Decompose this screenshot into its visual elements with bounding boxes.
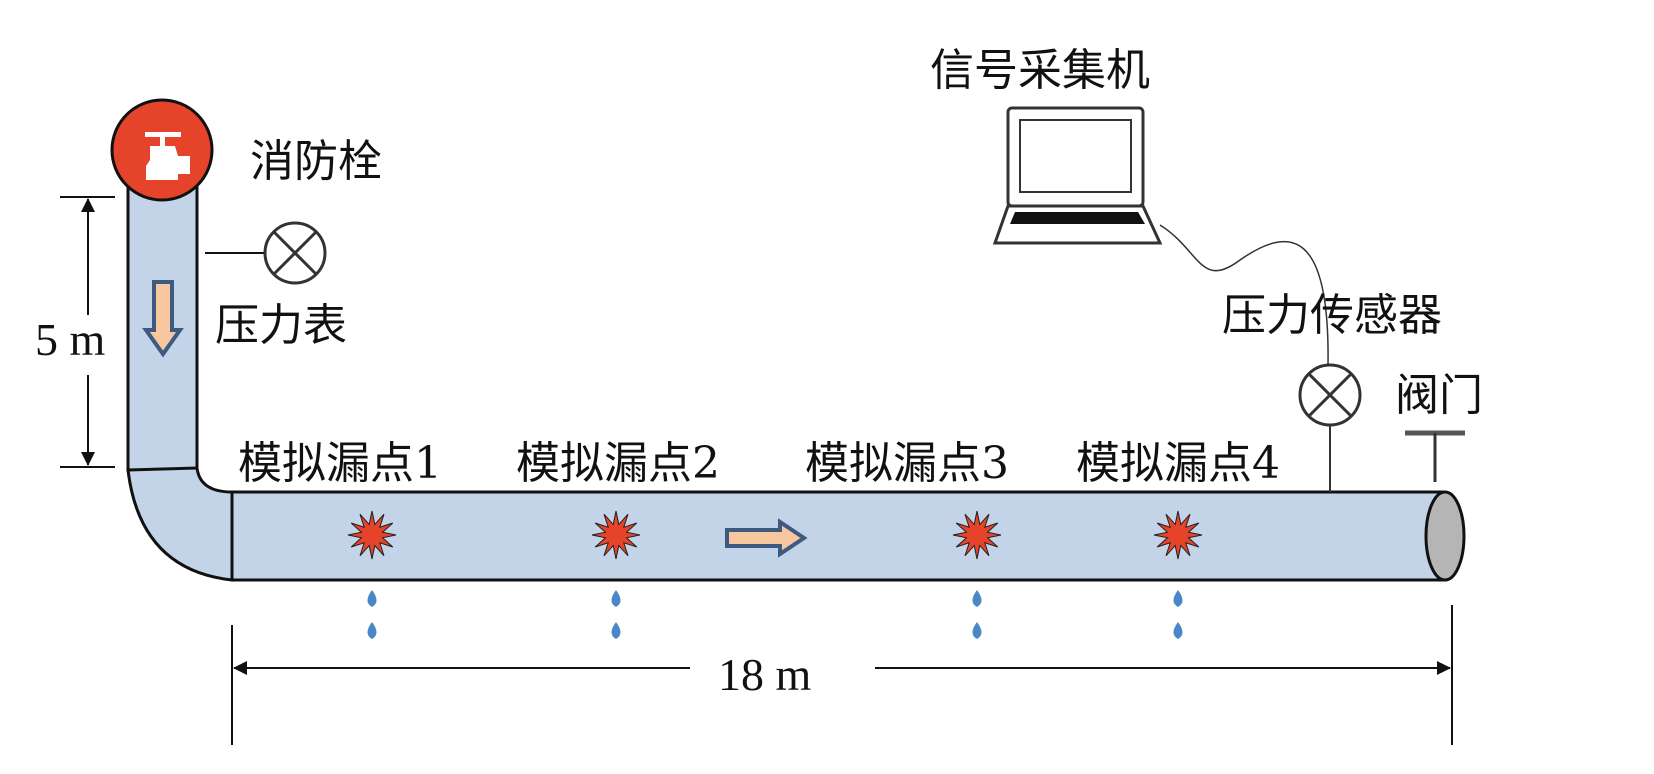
leak-point-label: 模拟漏点2 <box>516 438 720 489</box>
leak-burst-icon <box>347 510 397 560</box>
vertical-length-label: 5 m <box>35 314 106 365</box>
sensor-cable <box>1159 224 1329 366</box>
horizontal-length-label: 18 m <box>718 649 812 700</box>
leak-point-label: 模拟漏点3 <box>805 438 1009 489</box>
water-drop-icon <box>972 590 982 607</box>
signal-collector-label: 信号采集机 <box>930 45 1150 96</box>
flow-arrow-right-icon <box>725 518 808 558</box>
leak-burst-icon <box>1153 510 1203 560</box>
horizontal-pipe <box>230 490 1447 582</box>
water-drop-icon <box>611 622 621 639</box>
water-drop-icon <box>611 590 621 607</box>
pressure-sensor-icon <box>1298 363 1362 492</box>
water-drop-icon <box>1173 622 1183 639</box>
horizontal-dimension <box>231 605 1453 745</box>
fire-hydrant-icon <box>110 98 214 202</box>
water-drop-icon <box>367 622 377 639</box>
valve-icon <box>1405 430 1465 482</box>
pressure-sensor-label: 压力传感器 <box>1222 290 1442 341</box>
hydrant-label: 消防栓 <box>250 136 382 187</box>
leak-burst-icon <box>952 510 1002 560</box>
pipe-end <box>1424 490 1466 582</box>
water-drop-icon <box>1173 590 1183 607</box>
water-drop-icon <box>367 590 377 607</box>
water-drop-icon <box>972 622 982 639</box>
flow-arrow-down-icon <box>142 280 184 358</box>
laptop-icon <box>992 106 1163 245</box>
pipe-elbow <box>126 466 234 582</box>
vertical-dimension <box>30 196 122 468</box>
leak-point-label: 模拟漏点1 <box>238 438 442 489</box>
leak-point-label: 模拟漏点4 <box>1076 438 1280 489</box>
leak-burst-icon <box>591 510 641 560</box>
pressure-gauge-icon <box>263 221 327 285</box>
valve-label: 阀门 <box>1395 370 1483 421</box>
pressure-gauge-label: 压力表 <box>215 300 347 351</box>
